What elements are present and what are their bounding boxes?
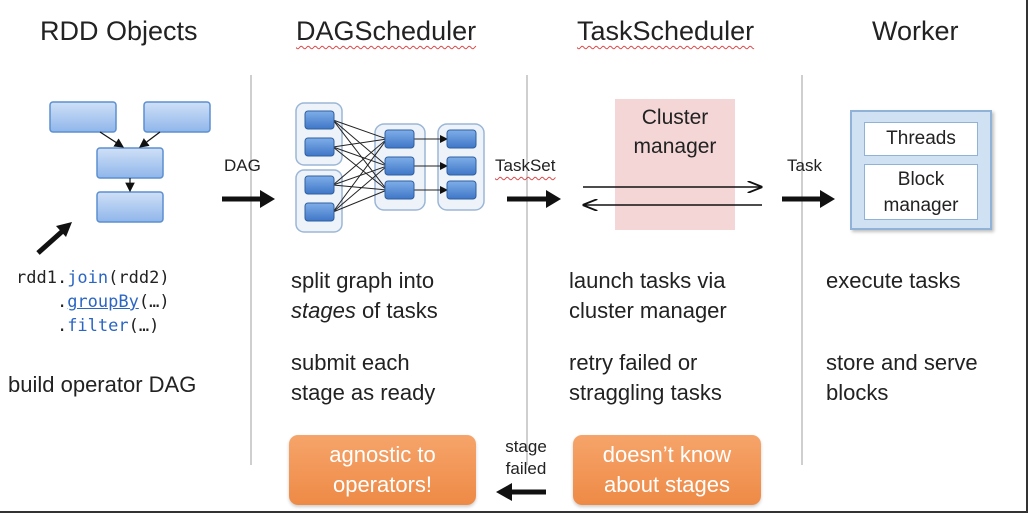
threads-box: Threads	[864, 122, 978, 156]
task-description: launch tasks via cluster manager	[569, 266, 727, 326]
block-manager-label: manager	[883, 195, 959, 216]
rdd-code: rdd1.join(rdd2) .groupBy(…) .filter(…)	[16, 266, 170, 338]
dag-description: split graph into stages of tasks	[291, 266, 438, 326]
task-box	[304, 137, 335, 157]
code-line: .filter(…)	[16, 316, 160, 336]
callout-line: operators!	[332, 472, 433, 497]
text-line: retry failed or	[569, 350, 698, 375]
callout-line: about stages	[604, 472, 730, 497]
header-dag-scheduler: DAGScheduler	[296, 16, 477, 46]
taskset-label: TaskSet	[495, 156, 556, 175]
dag-label: DAG	[224, 156, 261, 175]
callout-line: agnostic to	[329, 442, 436, 467]
task-box	[446, 129, 477, 149]
header-task-scheduler: TaskScheduler	[577, 16, 755, 46]
task-box	[304, 175, 335, 195]
cluster-manager-box: Cluster manager	[615, 99, 735, 230]
cluster-manager-label: manager	[633, 135, 717, 158]
text-line: blocks	[826, 380, 889, 405]
task-box	[304, 110, 335, 130]
text-line: launch tasks via	[569, 268, 726, 293]
cluster-manager-label: Cluster	[641, 106, 709, 129]
stage-failed-line: failed	[505, 459, 547, 478]
code-line: rdd1.join(rdd2)	[16, 268, 170, 288]
text-line: stages of tasks	[291, 298, 438, 323]
rdd-box	[143, 101, 211, 133]
callout-line: doesn’t know	[602, 442, 732, 467]
header-rdd-objects: RDD Objects	[40, 16, 198, 46]
rdd-dag-graph	[49, 101, 211, 223]
header-worker: Worker	[872, 16, 959, 46]
column-divider	[801, 75, 803, 465]
stage-failed-line: stage	[505, 437, 547, 456]
stage-failed-label: stage failed	[498, 436, 554, 480]
stage-graph	[295, 102, 485, 233]
text-line: stage as ready	[291, 380, 436, 405]
text-line: cluster manager	[569, 298, 727, 323]
worker-description-store: store and serve blocks	[826, 348, 978, 408]
agnostic-callout: agnostic to operators!	[289, 435, 476, 505]
text-line: straggling tasks	[569, 380, 722, 405]
text-line: submit each	[291, 350, 410, 375]
worker-box: Threads Block manager	[850, 110, 992, 230]
column-divider	[526, 75, 528, 465]
dag-description-submit: submit each stage as ready	[291, 348, 435, 408]
rdd-caption: build operator DAG	[8, 372, 197, 397]
column-divider	[250, 75, 252, 465]
task-description-retry: retry failed or straggling tasks	[569, 348, 722, 408]
task-label: Task	[787, 156, 822, 175]
worker-description: execute tasks	[826, 268, 961, 293]
task-box	[446, 156, 477, 176]
task-box	[384, 156, 415, 176]
rdd-box	[49, 101, 117, 133]
no-stages-callout: doesn’t know about stages	[573, 435, 761, 505]
task-box	[384, 129, 415, 149]
block-manager-label: Block	[897, 169, 945, 190]
text-line: split graph into	[291, 268, 435, 293]
code-to-dag-arrow	[36, 226, 68, 255]
block-manager-box: Block manager	[864, 164, 978, 220]
task-box	[304, 202, 335, 222]
text-line: store and serve	[826, 350, 978, 375]
code-line: .groupBy(…)	[16, 292, 170, 312]
task-box	[446, 180, 477, 200]
task-box	[384, 180, 415, 200]
